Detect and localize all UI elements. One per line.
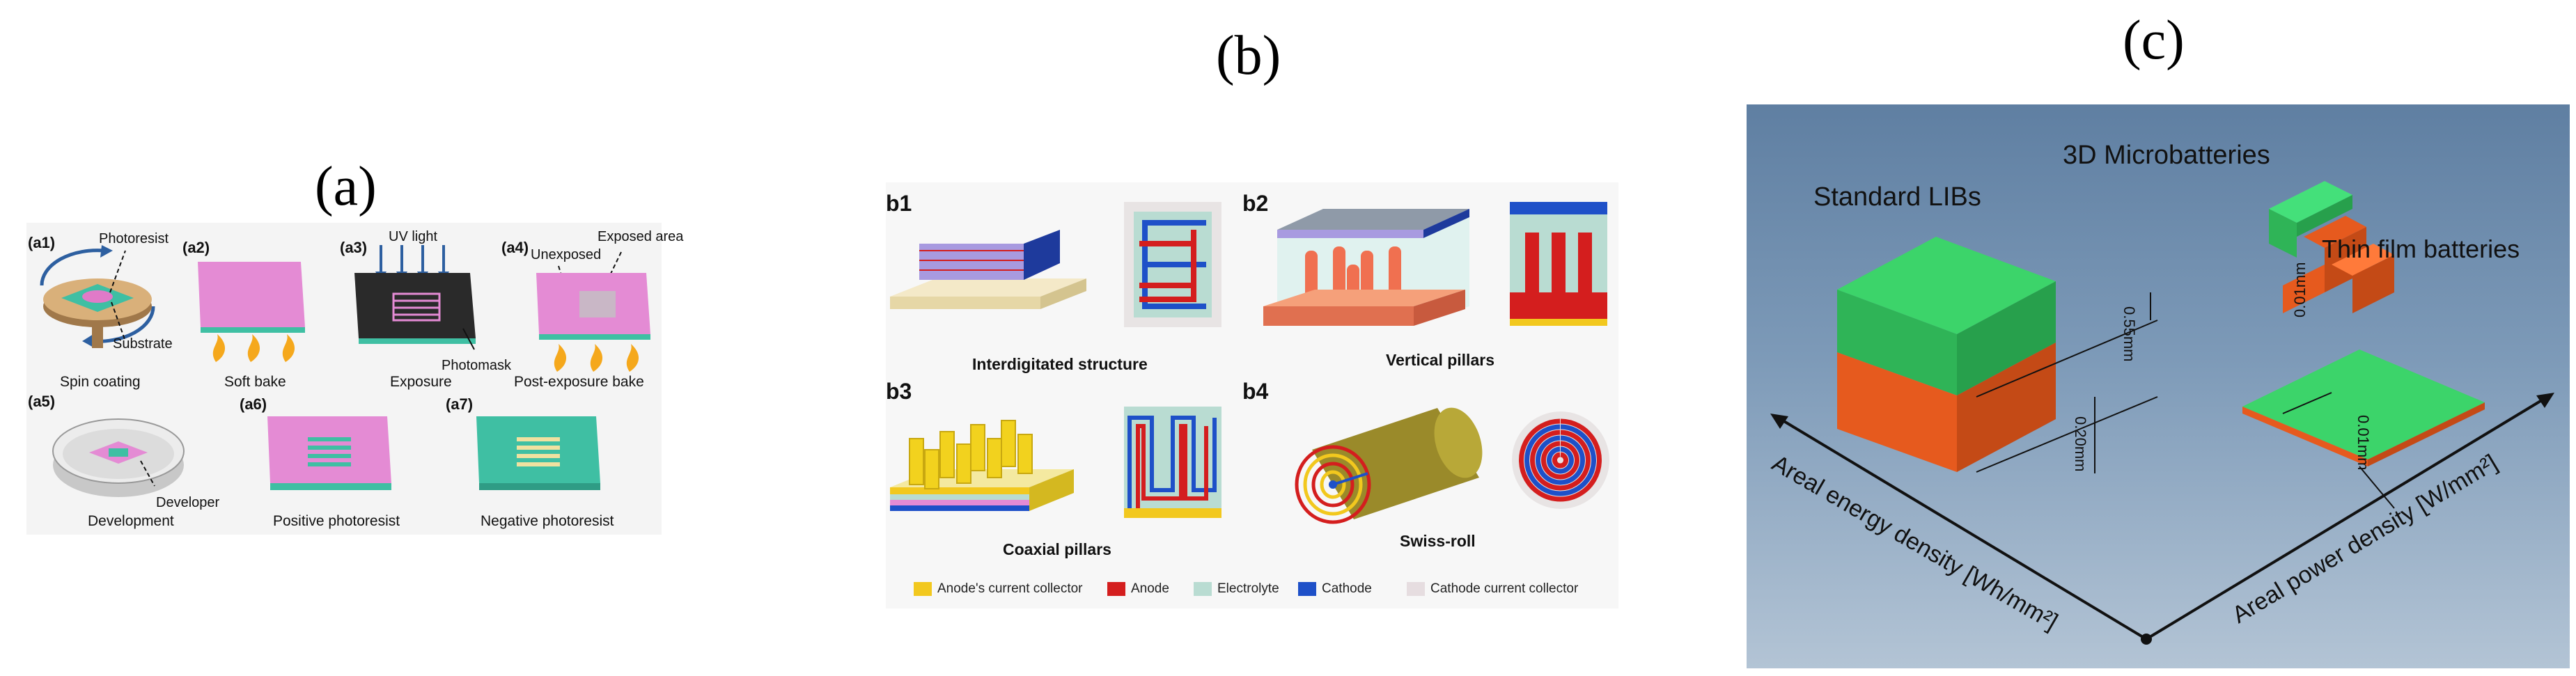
step-a3-caption: Exposure	[390, 374, 452, 390]
step-a5-label: (a5)	[28, 393, 56, 410]
exposed-area-annotation: Exposed area	[598, 229, 684, 244]
standard-libs-title: Standard LIBs	[1813, 182, 1981, 212]
positive-photoresist-illustration	[267, 416, 391, 490]
panel-c-illustration	[1770, 181, 2554, 645]
vertical-pillars-3d	[1263, 209, 1469, 326]
step-a4-caption: Post-exposure bake	[514, 374, 644, 390]
item-b3-caption: Coaxial pillars	[1003, 540, 1111, 558]
step-a2-label: (a2)	[182, 239, 210, 256]
substrate-annotation: Substrate	[113, 336, 173, 352]
legend-label-anode: Anode	[1131, 581, 1169, 596]
interdigitated-structure-2d	[1124, 202, 1221, 327]
legend-label-cathode: Cathode	[1322, 581, 1372, 596]
step-a1-caption: Spin coating	[60, 374, 141, 390]
swiss-roll-2d	[1512, 411, 1609, 509]
step-a7-label: (a7)	[446, 395, 474, 413]
uv-light-annotation: UV light	[389, 229, 438, 244]
dim-label-4: 0.01mm	[2355, 415, 2372, 471]
step-a5-caption: Development	[88, 513, 174, 529]
post-exposure-bake-illustration	[536, 251, 650, 372]
item-b2-label: b2	[1242, 191, 1269, 216]
step-a3-label: (a3)	[340, 239, 368, 256]
photomask-annotation: Photomask	[442, 358, 512, 373]
step-a2-caption: Soft bake	[224, 374, 286, 390]
development-illustration	[52, 418, 185, 497]
step-a4-label: (a4)	[501, 239, 529, 256]
legend-swatch-anode	[1107, 582, 1125, 596]
dim-label-2: 0.20mm	[2072, 416, 2089, 472]
developer-annotation: Developer	[156, 495, 220, 510]
photoresist-annotation: Photoresist	[99, 231, 169, 246]
vertical-pillars-2d	[1510, 202, 1607, 326]
panel-b-label: (b)	[1216, 25, 1281, 86]
dim-label-1: 0.55mm	[2121, 306, 2138, 362]
legend-label-cathode-collector: Cathode current collector	[1430, 581, 1579, 596]
item-b1-label: b1	[886, 191, 912, 216]
panel-c-label: (c)	[2123, 10, 2185, 71]
legend-label-anode-collector: Anode's current collector	[937, 581, 1083, 596]
step-a1-label: (a1)	[28, 234, 56, 251]
swiss-roll-3d	[1295, 407, 1483, 524]
unexposed-annotation: Unexposed	[531, 247, 602, 262]
negative-photoresist-illustration	[476, 416, 600, 490]
panel-a-label: (a)	[315, 156, 377, 217]
item-b2-caption: Vertical pillars	[1386, 351, 1494, 369]
item-b4-label: b4	[1242, 379, 1269, 404]
item-b4-caption: Swiss-roll	[1400, 532, 1476, 550]
legend-swatch-cathode	[1298, 582, 1316, 596]
soft-bake-illustration	[198, 262, 305, 362]
step-a6-label: (a6)	[240, 395, 267, 413]
microbatteries-title: 3D Microbatteries	[2063, 141, 2270, 170]
thin-film-title: Thin film batteries	[2322, 235, 2520, 263]
step-a6-caption: Positive photoresist	[273, 513, 400, 529]
item-b1-caption: Interdigitated structure	[972, 355, 1148, 373]
exposure-illustration	[354, 245, 476, 350]
legend-label-electrolyte: Electrolyte	[1217, 581, 1279, 596]
item-b3-label: b3	[886, 379, 912, 404]
interdigitated-structure-3d	[890, 230, 1086, 309]
coaxial-pillars-3d	[890, 420, 1074, 511]
spin-coating-illustration	[40, 245, 155, 348]
legend-swatch-anode-collector	[914, 582, 932, 596]
legend-swatch-cathode-collector	[1407, 582, 1425, 596]
coaxial-pillars-2d	[1124, 407, 1221, 518]
step-a7-caption: Negative photoresist	[481, 513, 614, 529]
legend-swatch-electrolyte	[1194, 582, 1212, 596]
dim-label-3: 0.01mm	[2291, 262, 2309, 317]
